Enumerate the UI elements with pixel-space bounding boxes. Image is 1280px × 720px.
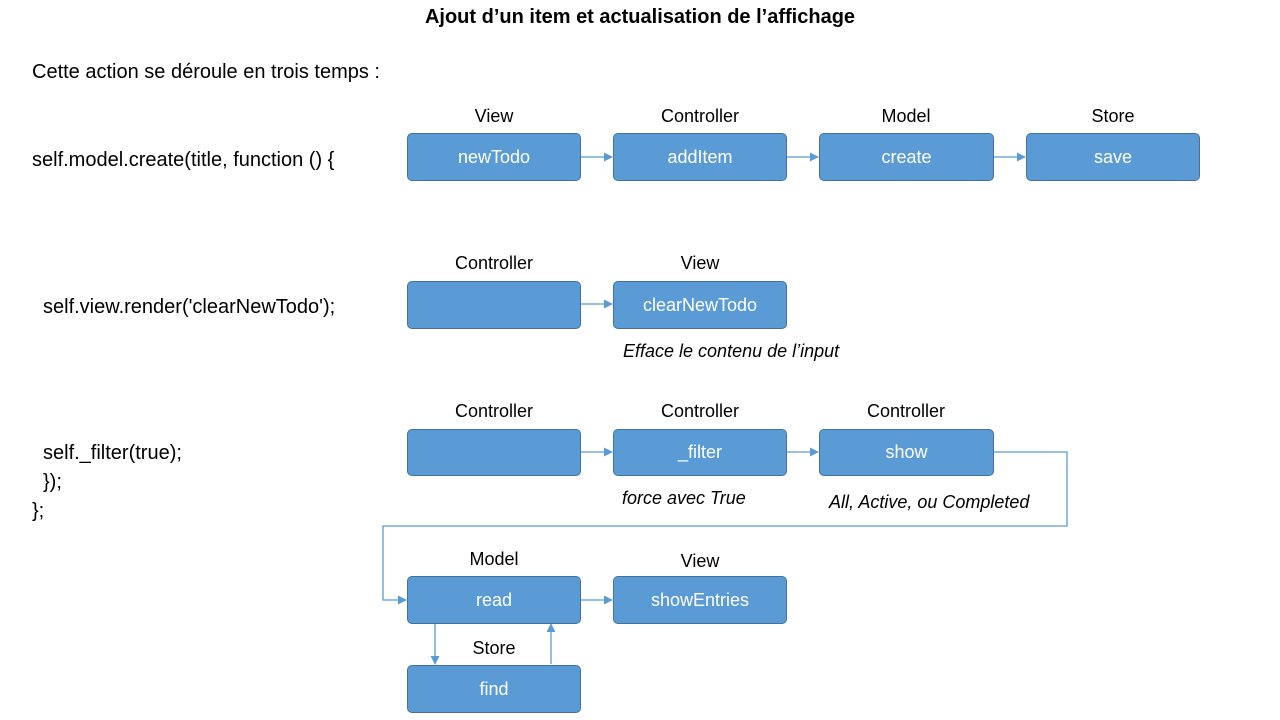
code-line-close-function: };: [32, 500, 45, 522]
label-controller: Controller: [866, 401, 946, 421]
arrow-show-read: [382, 451, 1068, 605]
label-view: View: [680, 253, 720, 273]
box-clearnewtodo: clearNewTodo: [613, 281, 787, 329]
label-model: Model: [469, 549, 519, 569]
label-controller: Controller: [660, 401, 740, 421]
note-clear-input: Efface le contenu de l’input: [623, 341, 840, 361]
code-line-close-callback: });: [43, 471, 62, 493]
box-filter: _filter: [613, 429, 787, 476]
note-force-true: force avec True: [622, 488, 746, 508]
label-view: View: [680, 551, 720, 571]
note-filter-options: All, Active, ou Completed: [829, 492, 1030, 512]
label-controller: Controller: [454, 253, 534, 273]
code-line-create: self.model.create(title, function () {: [32, 149, 335, 171]
box-create: create: [819, 133, 994, 181]
box-save: save: [1026, 133, 1200, 181]
label-controller: Controller: [660, 106, 740, 126]
page-title: Ajout d’un item et actualisation de l’af…: [424, 6, 856, 28]
box-controller-empty: [407, 281, 581, 329]
box-find: find: [407, 665, 581, 713]
box-showentries: showEntries: [613, 576, 787, 624]
label-view: View: [474, 106, 514, 126]
box-additem: addItem: [613, 133, 787, 181]
box-newtodo: newTodo: [407, 133, 581, 181]
label-store: Store: [472, 638, 516, 658]
box-read: read: [407, 576, 581, 624]
intro-text: Cette action se déroule en trois temps :: [32, 61, 380, 83]
code-line-filter: self._filter(true);: [43, 442, 182, 464]
box-show: show: [819, 429, 994, 476]
code-line-render: self.view.render('clearNewTodo');: [43, 296, 336, 318]
label-model: Model: [881, 106, 931, 126]
label-controller: Controller: [454, 401, 534, 421]
box-controller-empty: [407, 429, 581, 476]
label-store: Store: [1091, 106, 1135, 126]
